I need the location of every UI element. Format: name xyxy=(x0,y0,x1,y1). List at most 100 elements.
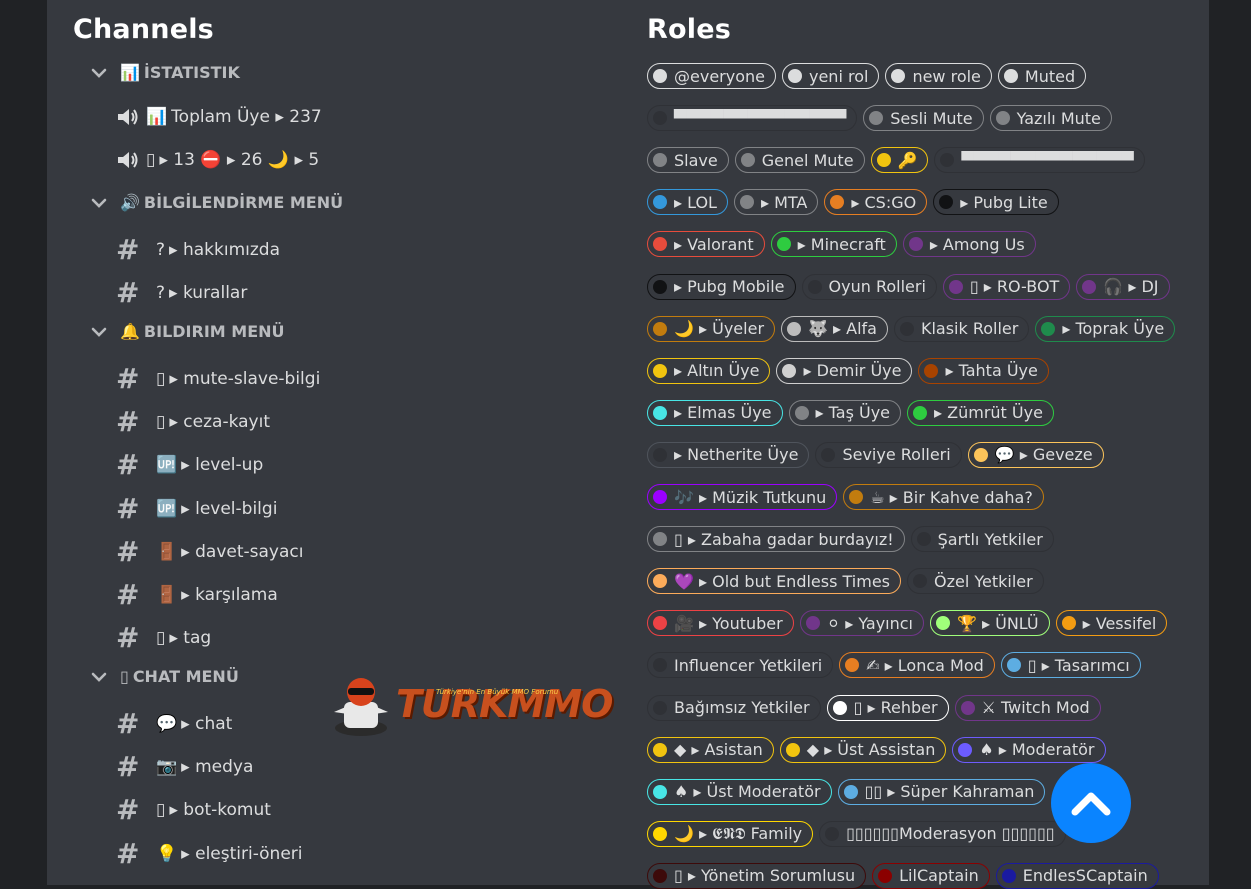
role-pill[interactable]: ▯ ▸ RO-BOT xyxy=(942,273,1071,300)
role-pill[interactable]: Şartlı Yetkiler xyxy=(910,526,1054,553)
text-channel[interactable]: #🚪▸ davet-sayacı xyxy=(116,538,303,566)
role-color-dot xyxy=(739,195,754,210)
text-channel[interactable]: #▯▸ mute-slave-bilgi xyxy=(116,365,320,393)
channel-category[interactable]: 🔔BILDIRIM MENÜ xyxy=(90,322,285,341)
role-pill[interactable]: 🏆 ▸ ÜNLÜ xyxy=(929,610,1050,637)
role-pill[interactable]: ▸ LOL xyxy=(647,189,728,216)
text-channel[interactable]: #▯▸ ceza-kayıt xyxy=(116,408,270,436)
role-name: Genel Mute xyxy=(761,150,854,170)
hash-icon: # xyxy=(116,750,140,783)
channel-label: ▸ ceza-kayıt xyxy=(169,412,270,432)
channel-category[interactable]: 🔊BİLGİLENDİRME MENÜ xyxy=(90,193,343,212)
role-pill[interactable]: ▯ ▸ Tasarımcı xyxy=(1000,652,1141,679)
hash-icon: # xyxy=(116,837,140,870)
role-pill[interactable]: ▸ Taş Üye xyxy=(788,399,902,426)
role-pill[interactable]: Sesli Mute xyxy=(863,105,984,132)
role-pill[interactable]: ▸ Valorant xyxy=(647,231,765,258)
role-pill[interactable]: ⚔ Twitch Mod xyxy=(954,694,1101,721)
role-pill[interactable]: Oyun Rolleri xyxy=(801,273,937,300)
chevron-down-icon xyxy=(90,64,108,82)
role-pill[interactable]: 🌙 ▸ Üyeler xyxy=(647,315,776,342)
role-name: ▯ ▸ Zabaha gadar burdayız! xyxy=(674,529,894,549)
channel-category[interactable]: 📊İSTATISTIK xyxy=(90,63,240,82)
role-pill[interactable]: new role xyxy=(885,63,992,89)
role-pill[interactable]: 💜 ▸ Old but Endless Times xyxy=(647,568,902,595)
role-pill[interactable]: ▸ Pubg Lite xyxy=(933,189,1059,216)
text-channel[interactable]: #🆙▸ level-bilgi xyxy=(116,495,277,523)
role-pill[interactable]: ▸ CS:GO xyxy=(824,189,928,216)
role-pill[interactable]: Genel Mute xyxy=(734,147,865,174)
role-name: Klasik Roller xyxy=(920,319,1019,339)
role-color-dot xyxy=(653,405,667,420)
role-name: ▸ Elmas Üye xyxy=(674,403,772,423)
role-pill[interactable]: ▸ Among Us xyxy=(902,231,1036,258)
role-pill[interactable]: 🌙 ▸ 𝕰𝕹𝕯 Family xyxy=(647,820,814,847)
text-channel[interactable]: #?▸ hakkımızda xyxy=(116,236,280,264)
role-pill[interactable]: Bağımsız Yetkiler xyxy=(647,694,821,721)
role-pill[interactable]: ▸ Demir Üye xyxy=(776,357,913,384)
role-pill[interactable]: 🐺 ▸ Alfa xyxy=(781,315,888,342)
role-pill[interactable]: 🔑 xyxy=(870,147,929,174)
chevron-up-icon xyxy=(1071,792,1111,816)
role-pill[interactable]: ♠ ▸ Moderatör xyxy=(952,736,1106,763)
role-pill[interactable]: ♠ ▸ Üst Moderatör xyxy=(647,778,832,805)
text-channel[interactable]: #🆙▸ level-up xyxy=(116,451,263,479)
role-name: new role xyxy=(912,66,981,86)
role-pill[interactable]: Özel Yetkiler xyxy=(907,568,1044,595)
role-pill[interactable]: ▯ ▸ Zabaha gadar burdayız! xyxy=(647,526,905,553)
text-channel[interactable]: #📷▸ medya xyxy=(116,753,253,781)
role-color-dot xyxy=(876,153,891,168)
role-name: ▯ ▸ Rehber xyxy=(853,698,938,717)
text-channel[interactable]: #💬▸ chat xyxy=(116,710,232,738)
role-pill[interactable]: ☕ ▸ Bir Kahve daha? xyxy=(843,484,1044,510)
role-pill[interactable]: ◆ ▸ Üst Assistan xyxy=(779,736,947,763)
role-pill[interactable]: 🎧 ▸ DJ xyxy=(1076,273,1170,300)
role-pill[interactable]: Seviye Rolleri xyxy=(815,441,962,468)
role-pill[interactable]: 🎶 ▸ Müzik Tutkunu xyxy=(647,484,838,510)
role-name: ▸ Zümrüt Üye xyxy=(934,403,1043,423)
role-pill[interactable]: ▯▯ ▸ Süper Kahraman xyxy=(837,778,1046,805)
text-channel[interactable]: #💡▸ eleştiri-öneri xyxy=(116,840,303,868)
role-pill[interactable]: ▯▯▯▯▯▯Moderasyon ▯▯▯▯▯▯ xyxy=(819,820,1066,847)
role-pill[interactable]: ▸ Netherite Üye xyxy=(647,441,810,468)
role-row: ♠ ▸ Üst Moderatör▯▯ ▸ Süper Kahraman xyxy=(647,778,1046,805)
role-pill[interactable]: Slave xyxy=(647,147,729,174)
voice-channel[interactable]: ▯▸ 13 ⛔ ▸ 26 🌙 ▸ 5 xyxy=(116,149,319,171)
role-pill[interactable]: ✍ ▸ Lonca Mod xyxy=(839,652,995,679)
role-color-dot xyxy=(830,195,845,210)
role-pill[interactable]: Muted xyxy=(997,63,1087,89)
text-channel[interactable]: #🚪▸ karşılama xyxy=(116,581,278,609)
channel-category[interactable]: ▯CHAT MENÜ xyxy=(90,667,239,686)
role-pill[interactable]: 🎥 ▸ Youtuber xyxy=(647,610,794,637)
role-pill[interactable]: Yazılı Mute xyxy=(989,105,1112,132)
text-channel[interactable]: #▯▸ tag xyxy=(116,624,211,652)
role-pill[interactable]: ▸ Altın Üye xyxy=(647,357,771,384)
role-pill[interactable]: Klasik Roller xyxy=(893,315,1030,342)
role-pill[interactable]: ▸ Tahta Üye xyxy=(918,357,1049,384)
role-name: yeni rol xyxy=(808,66,869,86)
role-pill[interactable]: ▸ Toprak Üye xyxy=(1035,315,1176,342)
role-pill[interactable]: ▸ Zümrüt Üye xyxy=(907,399,1054,426)
text-channel[interactable]: #?▸ kurallar xyxy=(116,279,247,307)
role-pill[interactable]: ▸ Minecraft xyxy=(770,231,897,258)
role-pill[interactable]: 💬 ▸ Geveze xyxy=(967,441,1104,468)
role-pill[interactable]: ▀▀▀▀▀▀▀▀▀▀▀▀▀▀ xyxy=(647,105,858,132)
role-pill[interactable]: ⚪ ▸ Yayıncı xyxy=(799,610,924,637)
role-pill[interactable]: ▸ Vessifel xyxy=(1055,610,1168,637)
role-pill[interactable]: ▯ ▸ Rehber xyxy=(826,694,949,721)
role-pill[interactable]: ▀▀▀▀▀▀▀▀▀▀▀▀▀▀ xyxy=(934,147,1145,174)
role-pill[interactable]: ▸ Elmas Üye xyxy=(647,399,783,426)
mascot-icon xyxy=(334,678,388,736)
role-pill[interactable]: yeni rol xyxy=(781,63,880,89)
role-pill[interactable]: Influencer Yetkileri xyxy=(647,652,834,679)
channel-label: ▸ davet-sayacı xyxy=(181,542,304,562)
voice-channel[interactable]: 📊Toplam Üye ▸ 237 xyxy=(116,106,322,128)
role-color-dot xyxy=(653,826,667,841)
role-pill[interactable]: @everyone xyxy=(647,63,776,89)
role-pill[interactable]: ▸ Pubg Mobile xyxy=(647,273,796,300)
scroll-to-top-button[interactable] xyxy=(1051,763,1131,843)
role-pill[interactable]: ▸ MTA xyxy=(733,189,819,216)
text-channel[interactable]: #▯▸ bot-komut xyxy=(116,796,271,824)
role-pill[interactable]: ◆ ▸ Asistan xyxy=(647,736,774,763)
role-row: Slave Genel Mute 🔑▀▀▀▀▀▀▀▀▀▀▀▀▀▀ xyxy=(647,147,1145,174)
